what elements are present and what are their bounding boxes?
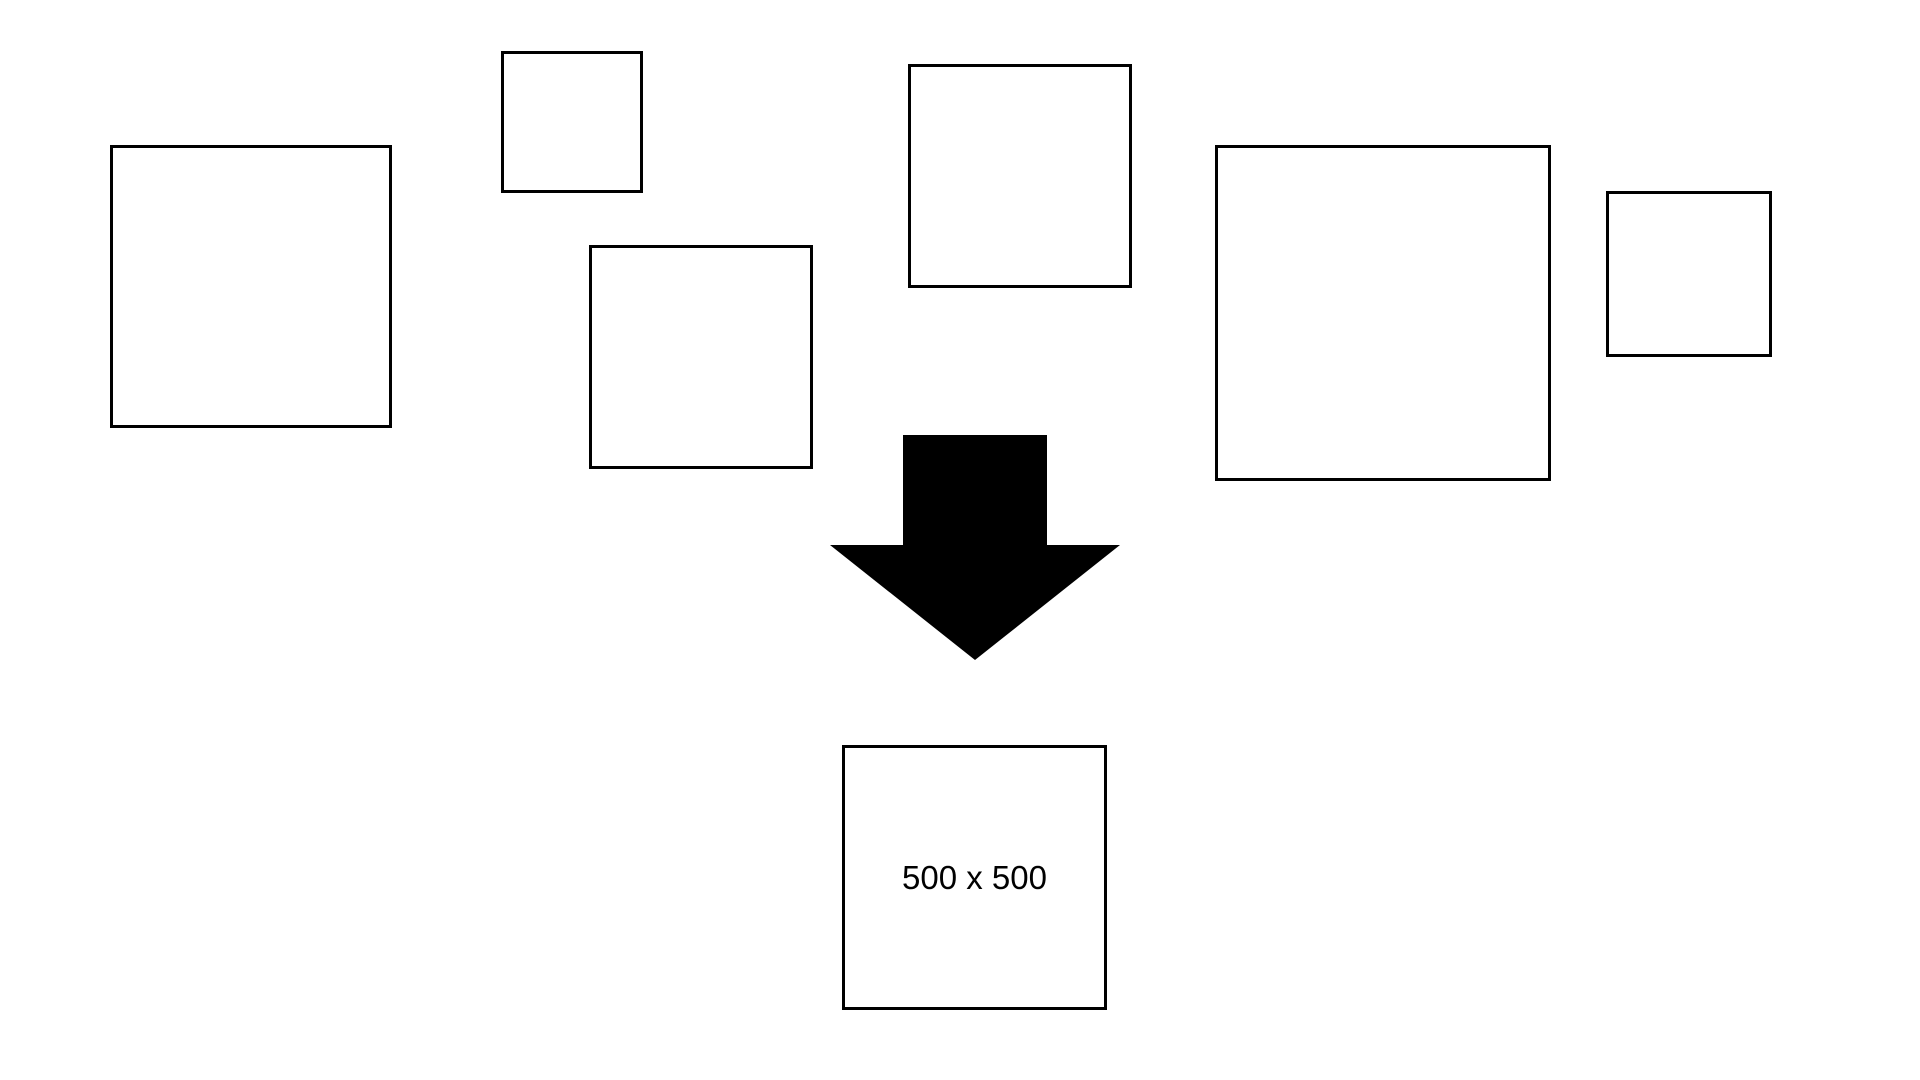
output-size-label: 500 x 500 [902,858,1047,896]
input-square-3 [589,245,813,469]
arrow-down-icon [830,435,1120,660]
output-square: 500 x 500 [842,745,1107,1010]
input-square-6 [1606,191,1772,357]
input-square-5 [1215,145,1551,481]
input-square-4 [908,64,1132,288]
input-square-1 [110,145,392,428]
input-square-2 [501,51,643,193]
